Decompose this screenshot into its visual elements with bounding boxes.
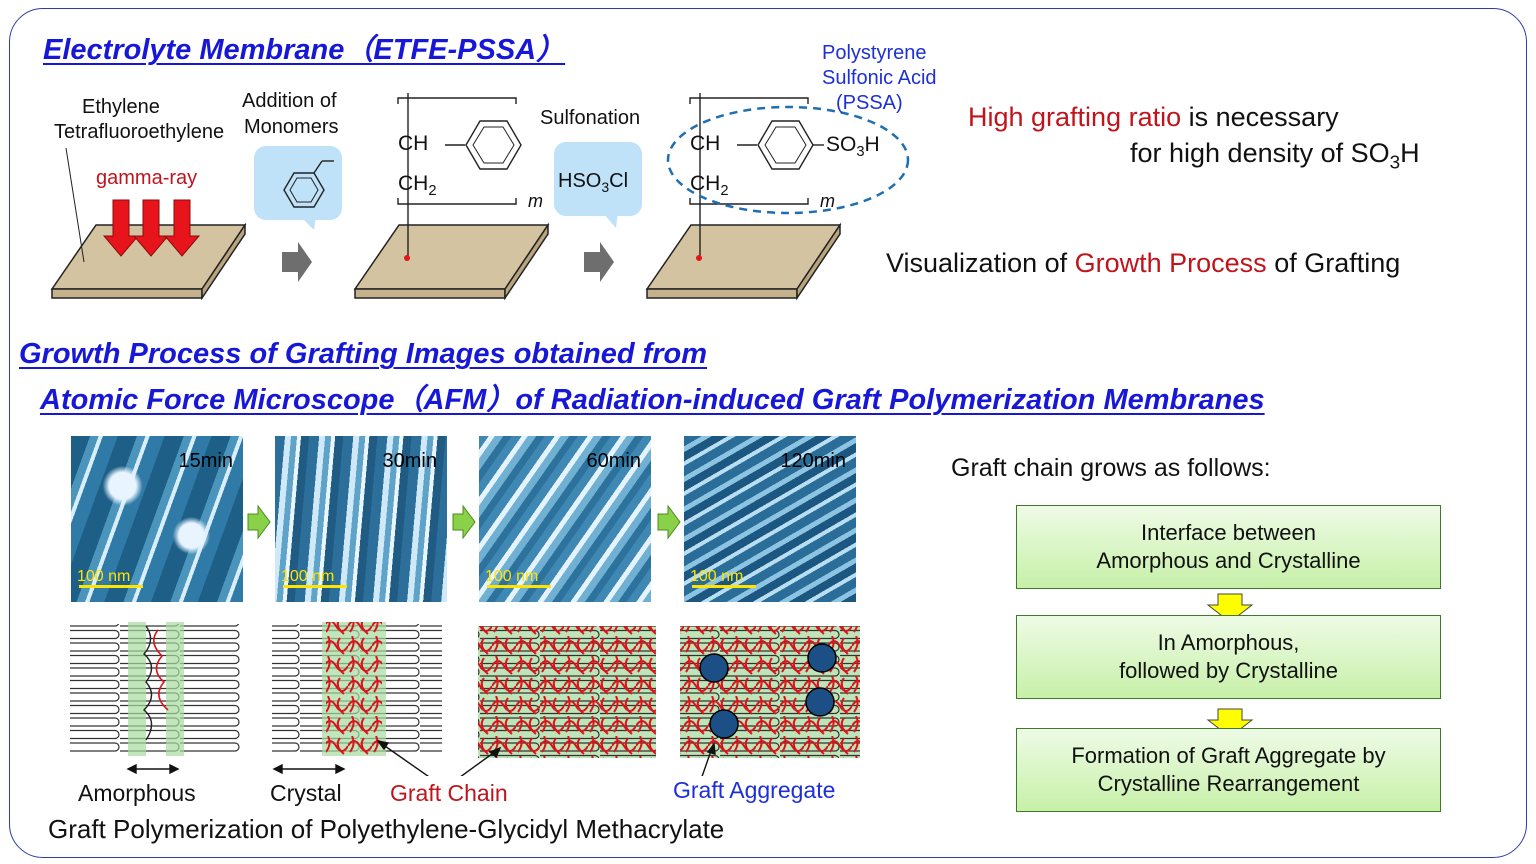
scale-bar xyxy=(79,585,143,588)
repeat-m-2: m xyxy=(820,191,835,211)
etfe-slab-3 xyxy=(645,222,842,301)
graft-aggregate-icon xyxy=(807,643,837,673)
schematic-15min xyxy=(70,622,240,756)
so3h-label: SO3H xyxy=(826,133,880,161)
flow-step-2-line1: In Amorphous, xyxy=(1157,630,1300,655)
schematic-30min xyxy=(272,622,442,756)
etfe-label-line2: Tetrafluoroethylene xyxy=(54,121,225,143)
flow-step-3-line1: Formation of Graft Aggregate by xyxy=(1071,743,1386,768)
gamma-ray-arrows-icon xyxy=(102,199,201,257)
schematic-caption: Graft Polymerization of Polyethylene-Gly… xyxy=(48,814,725,844)
crystal-label: Crystal xyxy=(270,780,342,806)
pssa-label-line3: (PSSA) xyxy=(836,92,903,114)
scale-label: 100 nm xyxy=(690,568,744,585)
flow-step-3-line2: Crystalline Rearrangement xyxy=(1097,771,1360,796)
addition-label-line2: Monomers xyxy=(244,116,339,138)
pssa-highlight-ellipse xyxy=(666,105,910,215)
green-arrow-2-icon xyxy=(452,504,476,540)
flow-arrow-1-icon xyxy=(1206,593,1254,623)
etfe-label-line1: Ethylene xyxy=(82,96,160,118)
ch-label-1: CH xyxy=(398,132,429,155)
sulfonation-label: Sulfonation xyxy=(540,107,641,129)
etfe-slab-1 xyxy=(50,222,247,301)
ch2-label-2: CH2 xyxy=(690,172,729,200)
bubble-tail-1 xyxy=(300,216,316,230)
scale-bar xyxy=(692,585,756,588)
schematic-60min xyxy=(478,626,656,758)
flow-step-3: Formation of Graft Aggregate by Crystall… xyxy=(1016,728,1441,812)
afm-image-15min: 15min 100 nm xyxy=(71,436,243,602)
graft-chain-label: Graft Chain xyxy=(390,780,508,806)
flow-intro: Graft chain grows as follows: xyxy=(951,454,1271,482)
bubble-tail-2 xyxy=(602,212,618,228)
afm-image-30min: 30min 100 nm xyxy=(275,436,447,602)
afm-time-label: 30min xyxy=(382,450,437,472)
afm-time-label: 60min xyxy=(586,450,641,472)
section2-title-line1: Growth Process of Grafting Images obtain… xyxy=(19,338,708,370)
afm-time-label: 15min xyxy=(178,450,233,472)
radical-site-1-icon xyxy=(404,255,410,261)
polystyrene-structure-1 xyxy=(397,93,522,258)
amorphous-label: Amorphous xyxy=(78,780,196,806)
pssa-label-line1: Polystyrene xyxy=(822,42,927,64)
scale-label: 100 nm xyxy=(281,568,335,585)
scale-bar xyxy=(487,585,551,588)
reagent-bubble xyxy=(554,142,642,216)
flow-step-1-line1: Interface between xyxy=(1141,520,1316,545)
graft-aggregate-icon xyxy=(805,687,835,717)
step-arrow-1-icon xyxy=(282,242,312,282)
green-arrow-1-icon xyxy=(247,504,271,540)
addition-label-line1: Addition of xyxy=(242,90,337,112)
hso3cl-label: HSO3Cl xyxy=(558,170,629,195)
monomer-bubble xyxy=(254,146,342,220)
lamellae-schematics xyxy=(70,622,860,776)
flow-step-2: In Amorphous, followed by Crystalline xyxy=(1016,615,1441,699)
scale-label: 100 nm xyxy=(485,568,539,585)
repeat-m-1: m xyxy=(528,191,543,211)
scale-label: 100 nm xyxy=(77,568,131,585)
afm-time-label: 120min xyxy=(780,450,846,472)
visualization-statement: Visualization of Growth Process of Graft… xyxy=(886,248,1401,278)
flow-step-1: Interface between Amorphous and Crystall… xyxy=(1016,505,1441,589)
flow-step-1-line2: Amorphous and Crystalline xyxy=(1096,548,1361,573)
slide-frame xyxy=(9,8,1527,858)
grafting-ratio-statement: High grafting ratio is necessary xyxy=(968,102,1339,132)
styrene-icon xyxy=(283,160,334,208)
section1-title: Electrolyte Membrane（ETFE-PSSA） xyxy=(43,34,566,66)
pssa-label-line2: Sulfonic Acid xyxy=(822,67,937,89)
afm-image-120min: 120min 100 nm xyxy=(684,436,856,602)
graft-aggregate-label: Graft Aggregate xyxy=(673,777,836,803)
ch-label-2: CH xyxy=(690,132,721,155)
graft-aggregate-icon xyxy=(699,653,729,683)
so3h-density-statement: for high density of SO3H xyxy=(1130,138,1420,174)
radical-site-2-icon xyxy=(696,255,702,261)
ch2-label-1: CH2 xyxy=(398,172,437,200)
reaction-scheme xyxy=(50,93,910,301)
green-arrow-3-icon xyxy=(657,504,681,540)
etfe-pointer-line xyxy=(65,147,85,263)
section2-title-line2: Atomic Force Microscope（AFM）of Radiation… xyxy=(40,384,1265,416)
afm-image-60min: 60min 100 nm xyxy=(479,436,651,602)
schematic-120min xyxy=(680,626,860,758)
flow-step-2-line2: followed by Crystalline xyxy=(1119,658,1338,683)
scale-bar xyxy=(283,585,347,588)
pssa-structure xyxy=(689,93,824,258)
step-arrow-2-icon xyxy=(584,242,614,282)
gamma-ray-label: gamma-ray xyxy=(96,167,198,189)
graft-aggregate-icon xyxy=(709,709,739,739)
etfe-slab-2 xyxy=(353,222,550,301)
